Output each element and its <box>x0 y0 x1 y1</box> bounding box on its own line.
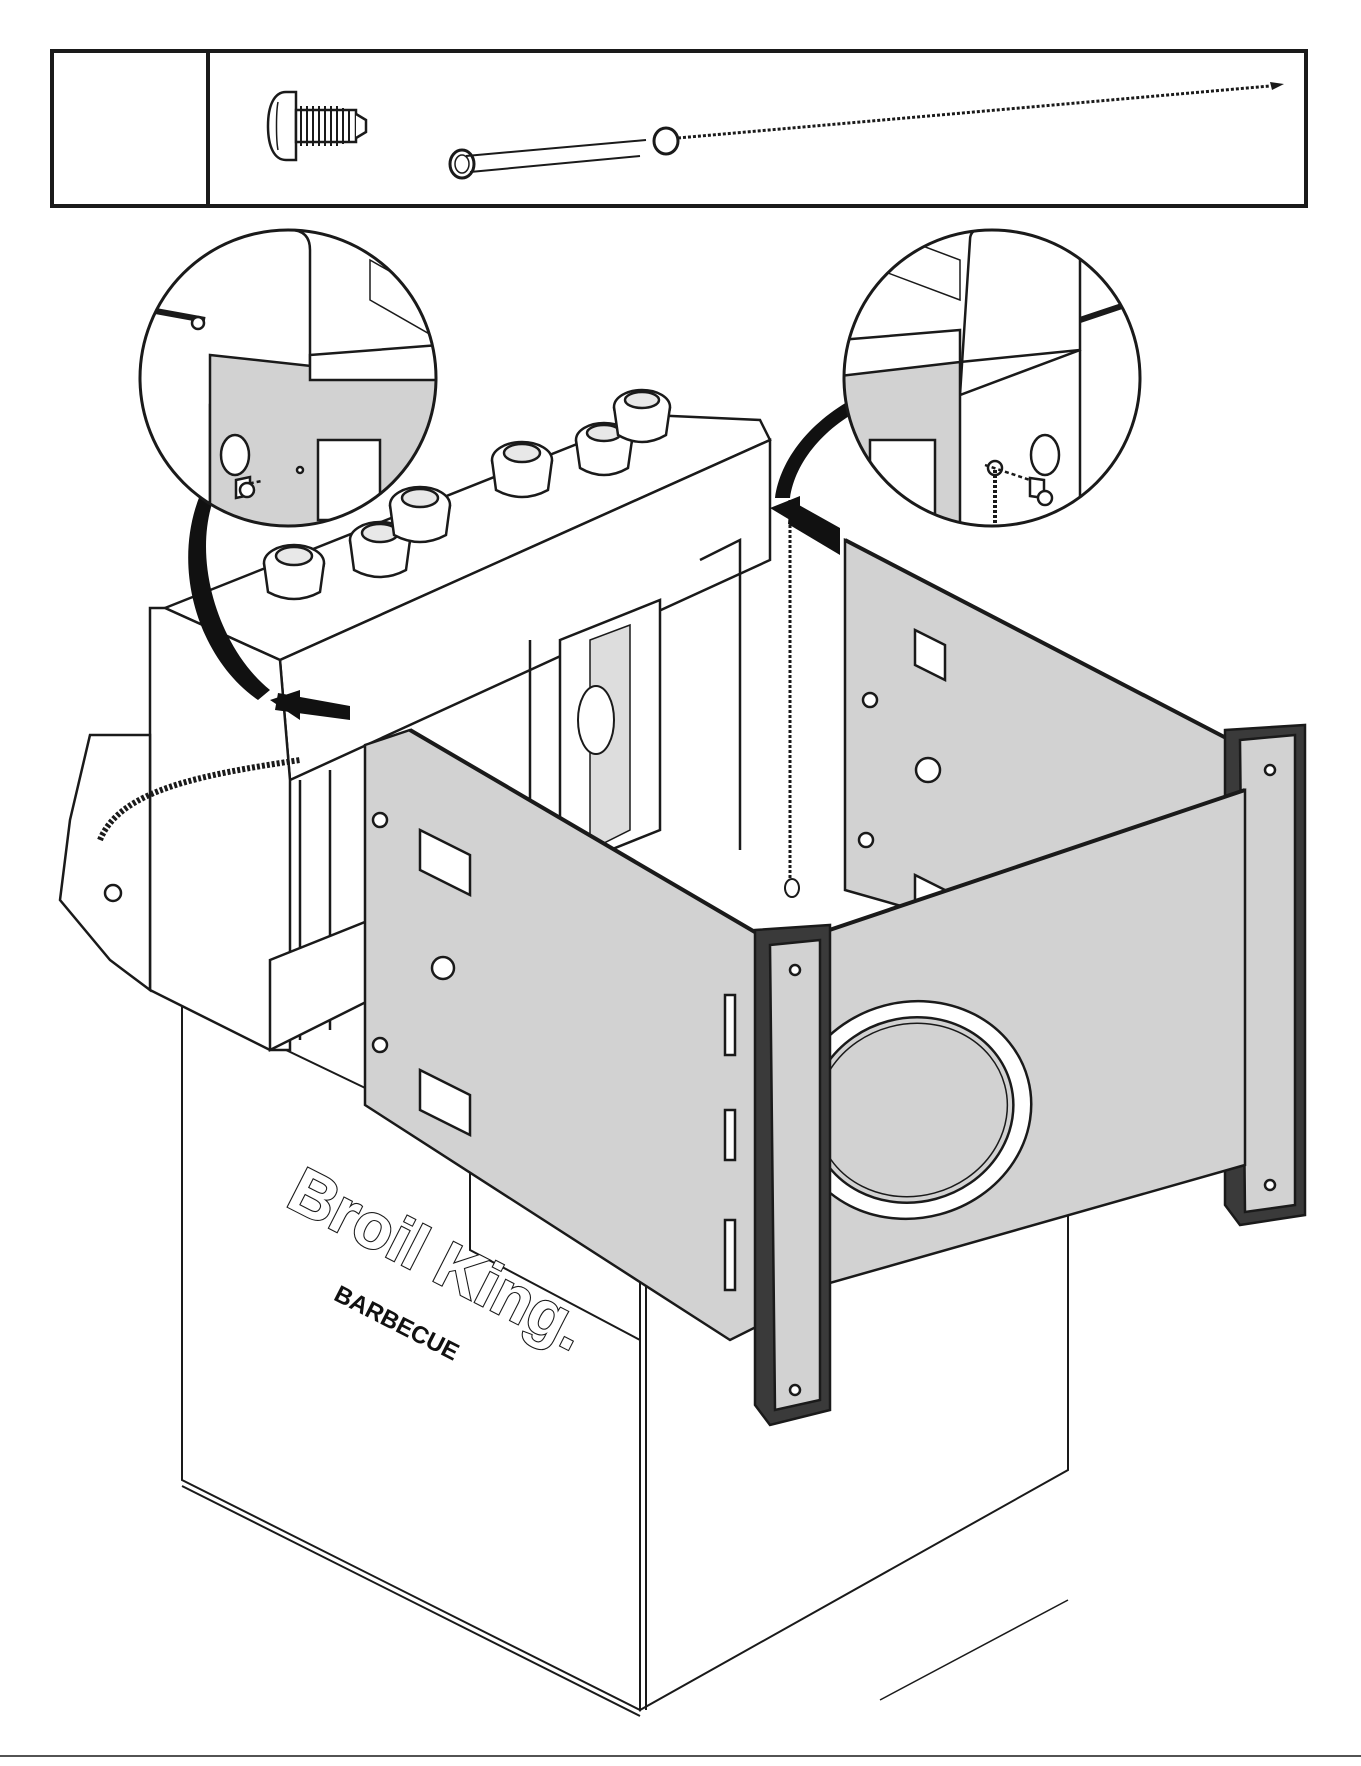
knob-icon <box>390 487 450 542</box>
match-chain-icon <box>450 82 1284 178</box>
knob-icon <box>614 390 670 442</box>
knob-icon <box>264 545 324 599</box>
screw-icon <box>268 92 366 160</box>
zoom-callout-right <box>840 228 1140 540</box>
side-shelf <box>60 735 150 990</box>
zoom-callout-left <box>130 230 440 530</box>
knob-icon <box>492 442 552 497</box>
parts-box <box>52 51 1306 206</box>
front-leg <box>755 925 830 1425</box>
